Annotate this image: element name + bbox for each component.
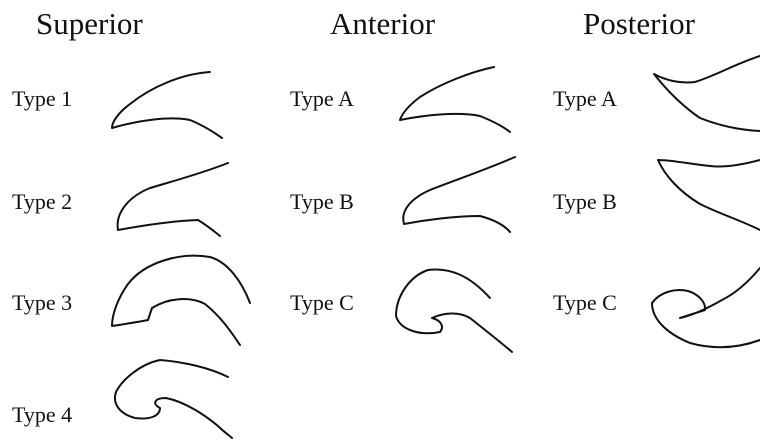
posterior-type-b-shape [657,159,760,231]
column-heading-posterior: Posterior [583,6,695,41]
posterior-type-c-label: Type C [553,290,617,315]
posterior-type-a-shape [653,55,760,132]
superior-type-3-shape [111,254,251,346]
column-heading-superior: Superior [36,6,143,41]
column-heading-anterior: Anterior [330,6,436,41]
superior-type-2-shape [116,162,229,237]
superior-type-1-shape [111,71,223,139]
superior-type-1-label: Type 1 [12,86,73,111]
posterior-type-c-shape [651,267,760,349]
anterior-type-a-label: Type A [290,86,354,111]
superior-type-4-shape [114,359,233,439]
superior-type-4-label: Type 4 [12,402,73,427]
posterior-type-b-label: Type B [553,189,617,214]
anterior-type-c-label: Type C [290,290,354,315]
superior-type-3-label: Type 3 [12,290,73,315]
anterior-type-b-label: Type B [290,189,354,214]
anterior-type-c-shape [395,268,513,353]
anterior-type-b-shape [402,156,516,233]
anterior-type-a-shape [399,66,511,133]
posterior-type-a-label: Type A [553,86,617,111]
superior-type-2-label: Type 2 [12,189,73,214]
